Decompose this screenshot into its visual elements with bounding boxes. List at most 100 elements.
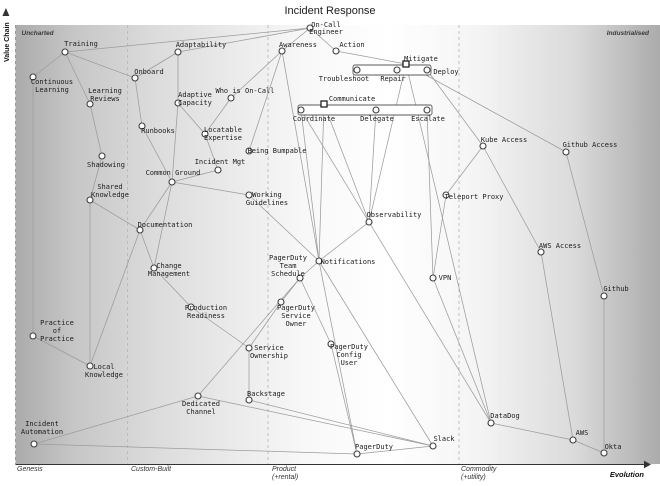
node-production-readiness[interactable]: [187, 303, 195, 311]
edge-notifications--pd-team-schedule: [299, 260, 320, 279]
node-runbooks[interactable]: [138, 122, 146, 130]
node-label-training: Training: [64, 40, 98, 48]
node-coordinate[interactable]: [297, 106, 305, 114]
stage-label-commodity: Commodity: [461, 466, 497, 473]
node-locatable-expertise[interactable]: [201, 130, 209, 138]
node-change-management[interactable]: [150, 264, 158, 272]
node-onboard[interactable]: [131, 74, 139, 82]
node-pd-config-user[interactable]: [327, 340, 335, 348]
stage-label-genesis: Genesis: [17, 466, 43, 473]
node-label-awareness: Awareness: [279, 41, 317, 49]
node-practice-of-practice[interactable]: [29, 332, 37, 340]
edge-documentation--common-ground: [139, 181, 173, 231]
node-github[interactable]: [600, 292, 608, 300]
node-label-vpn: VPN: [439, 274, 452, 282]
node-pd-team-schedule[interactable]: [296, 274, 304, 282]
node-kube-access[interactable]: [479, 142, 487, 150]
node-label-datadog: DataDog: [490, 412, 520, 420]
node-deploy[interactable]: [423, 66, 431, 74]
edge-training--on-call-engineer: [64, 27, 311, 53]
node-being-bumpable[interactable]: [245, 147, 253, 155]
node-training[interactable]: [61, 48, 69, 56]
edge-adaptive-capacity--locatable-expertise: [177, 102, 206, 135]
node-label-notifications: Notifications: [321, 258, 376, 266]
node-adaptability[interactable]: [174, 48, 182, 56]
node-label-deploy: Deploy: [433, 68, 458, 76]
node-common-ground[interactable]: [168, 178, 176, 186]
node-documentation[interactable]: [136, 226, 144, 234]
node-aws[interactable]: [569, 436, 577, 444]
edge-action--on-call-engineer: [309, 27, 337, 52]
node-observability[interactable]: [365, 218, 373, 226]
edge-kube-access--teleport-proxy: [445, 145, 484, 196]
node-label-github-access: Github Access: [563, 141, 618, 149]
node-label-common-ground: Common Ground: [146, 169, 201, 177]
edge-awareness--on-call-engineer: [281, 27, 311, 52]
node-label-mitigate: Mitigate: [404, 55, 438, 63]
edge-pd-config-user--pagerduty: [330, 343, 358, 455]
edge-documentation--local-knowledge: [89, 229, 141, 367]
node-backstage[interactable]: [245, 396, 253, 404]
node-okta[interactable]: [600, 449, 608, 457]
node-vpn[interactable]: [429, 274, 437, 282]
node-incident-automation[interactable]: [30, 440, 38, 448]
edge-change-management--production-readiness: [153, 267, 192, 308]
node-notifications[interactable]: [315, 257, 323, 265]
edge-github-access--github: [565, 151, 605, 297]
edge-common-ground--incident-mgt: [171, 169, 219, 183]
node-repair[interactable]: [393, 66, 401, 74]
node-service-ownership[interactable]: [245, 344, 253, 352]
node-continuous-learning[interactable]: [29, 73, 37, 81]
edge-awareness--being-bumpable: [248, 50, 283, 152]
node-action[interactable]: [332, 47, 340, 55]
edge-notifications--pagerduty: [318, 260, 358, 455]
node-escalate[interactable]: [423, 106, 431, 114]
edge-escalate--vpn: [426, 109, 434, 279]
edge-onboard--runbooks: [134, 77, 143, 127]
edge-practice-of-practice--local-knowledge: [32, 335, 91, 367]
edge-incident-automation--pagerduty: [33, 443, 358, 455]
node-delegate[interactable]: [372, 106, 380, 114]
node-on-call-engineer[interactable]: [306, 24, 314, 32]
node-dedicated-channel[interactable]: [194, 392, 202, 400]
node-datadog[interactable]: [487, 419, 495, 427]
node-awareness[interactable]: [278, 47, 286, 55]
node-label-delegate: Delegate: [360, 115, 394, 123]
node-label-pagerduty: PagerDuty: [355, 443, 393, 451]
node-mitigate[interactable]: [402, 60, 410, 68]
node-incident-mgt[interactable]: [214, 166, 222, 174]
stage-label--utility-: (+utility): [461, 474, 486, 481]
node-adaptive-capacity[interactable]: [174, 99, 182, 107]
node-pagerduty[interactable]: [353, 450, 361, 458]
node-label-communicate: Communicate: [329, 95, 375, 103]
node-teleport-proxy[interactable]: [442, 191, 450, 199]
node-aws-access[interactable]: [537, 248, 545, 256]
node-pd-service-owner[interactable]: [277, 298, 285, 306]
edge-pd-team-schedule--pd-config-user: [299, 277, 332, 345]
node-working-guidelines[interactable]: [245, 191, 253, 199]
node-slack[interactable]: [429, 442, 437, 450]
node-learning-reviews[interactable]: [86, 100, 94, 108]
node-github-access[interactable]: [562, 148, 570, 156]
node-troubleshoot[interactable]: [353, 66, 361, 74]
edge-vpn--datadog: [432, 277, 492, 424]
node-local-knowledge[interactable]: [86, 362, 94, 370]
node-label-action: Action: [339, 41, 364, 49]
edge-working-guidelines--notifications: [248, 194, 320, 262]
node-label-shadowing: Shadowing: [87, 161, 125, 169]
node-communicate[interactable]: [320, 100, 328, 108]
node-label-incident-mgt: Incident Mgt: [195, 158, 246, 166]
node-shadowing[interactable]: [98, 152, 106, 160]
node-label-who-is-on-call: Who is On-Call: [215, 87, 274, 95]
node-shared-knowledge[interactable]: [86, 196, 94, 204]
node-who-is-on-call[interactable]: [227, 94, 235, 102]
